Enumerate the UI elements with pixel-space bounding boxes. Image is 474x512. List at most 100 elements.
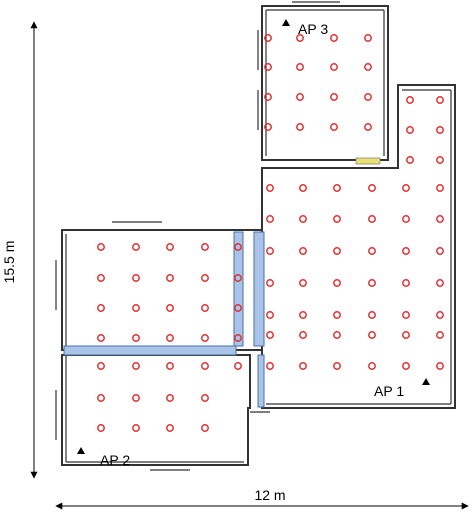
circle-icon [132, 274, 140, 282]
room-large-right [261, 84, 456, 409]
circle-icon [333, 215, 341, 223]
circle-icon [132, 362, 140, 370]
circle-icon [368, 362, 376, 370]
corridor-horizontal [63, 345, 237, 356]
circle-icon [97, 362, 105, 370]
wall-details [55, 1, 452, 471]
circle-icon [201, 362, 209, 370]
circle-icon [296, 93, 304, 101]
circle-icon [402, 362, 410, 370]
circle-icon [436, 156, 444, 164]
triangle-icon [282, 19, 290, 26]
circle-icon [201, 304, 209, 312]
corridor-vertical-left [233, 231, 244, 347]
circle-icon [330, 34, 338, 42]
circle-icon [97, 274, 105, 282]
circle-icon [436, 247, 444, 255]
circle-icon [132, 243, 140, 251]
corridor-vertical-mid [253, 231, 265, 347]
room-left-lower [61, 354, 251, 466]
circle-icon [330, 63, 338, 71]
circle-icon [234, 362, 242, 370]
circle-icon [402, 311, 410, 319]
circle-icon [299, 362, 307, 370]
walls [61, 5, 456, 466]
circle-icon [299, 331, 307, 339]
circle-icon [132, 304, 140, 312]
circle-icon [333, 311, 341, 319]
circle-icon [266, 184, 274, 192]
circle-icon [333, 184, 341, 192]
circle-icon [402, 331, 410, 339]
measurement-points [97, 34, 444, 432]
circle-icon [201, 274, 209, 282]
door [355, 157, 381, 165]
circle-icon [266, 331, 274, 339]
circle-icon [402, 215, 410, 223]
triangle-icon [77, 447, 85, 454]
circle-icon [264, 123, 272, 131]
circle-icon [299, 184, 307, 192]
circle-icon [368, 331, 376, 339]
circle-icon [166, 424, 174, 432]
room-ap3 [261, 5, 389, 161]
circle-icon [234, 243, 242, 251]
circle-icon [333, 362, 341, 370]
circle-icon [368, 279, 376, 287]
circle-icon [166, 362, 174, 370]
circle-icon [299, 247, 307, 255]
circle-icon [436, 126, 444, 134]
triangle-icon [422, 378, 430, 385]
circle-icon [406, 96, 414, 104]
circle-icon [436, 184, 444, 192]
circle-icon [368, 247, 376, 255]
circle-icon [266, 311, 274, 319]
circle-icon [368, 215, 376, 223]
circle-icon [97, 243, 105, 251]
circle-icon [402, 184, 410, 192]
circle-icon [364, 93, 372, 101]
room-left-upper [61, 229, 263, 351]
circle-icon [436, 311, 444, 319]
circle-icon [299, 215, 307, 223]
circle-icon [234, 304, 242, 312]
circle-icon [330, 123, 338, 131]
circle-icon [402, 247, 410, 255]
circle-icon [406, 126, 414, 134]
circle-icon [97, 334, 105, 342]
circle-icon [97, 304, 105, 312]
ap1-label: AP 1 [374, 383, 404, 399]
circle-icon [368, 311, 376, 319]
circle-icon [436, 215, 444, 223]
circle-icon [333, 279, 341, 287]
circle-icon [97, 394, 105, 402]
circle-icon [264, 34, 272, 42]
circle-icon [201, 394, 209, 402]
circle-icon [402, 279, 410, 287]
circle-icon [166, 394, 174, 402]
height-dimension-label: 15.5 m [1, 241, 17, 284]
circle-icon [406, 156, 414, 164]
circle-icon [166, 304, 174, 312]
circle-icon [296, 63, 304, 71]
circle-icon [436, 96, 444, 104]
circle-icon [166, 274, 174, 282]
circle-icon [333, 331, 341, 339]
ap2-label: AP 2 [100, 452, 130, 468]
circle-icon [266, 247, 274, 255]
circle-icon [234, 334, 242, 342]
circle-icon [132, 334, 140, 342]
circle-icon [299, 279, 307, 287]
circle-icon [436, 331, 444, 339]
corridors [63, 231, 265, 408]
circle-icon [364, 123, 372, 131]
circle-icon [296, 123, 304, 131]
circle-icon [201, 334, 209, 342]
circle-icon [364, 34, 372, 42]
circle-icon [299, 311, 307, 319]
circle-icon [166, 334, 174, 342]
circle-icon [266, 279, 274, 287]
circle-icon [264, 63, 272, 71]
circle-icon [97, 424, 105, 432]
